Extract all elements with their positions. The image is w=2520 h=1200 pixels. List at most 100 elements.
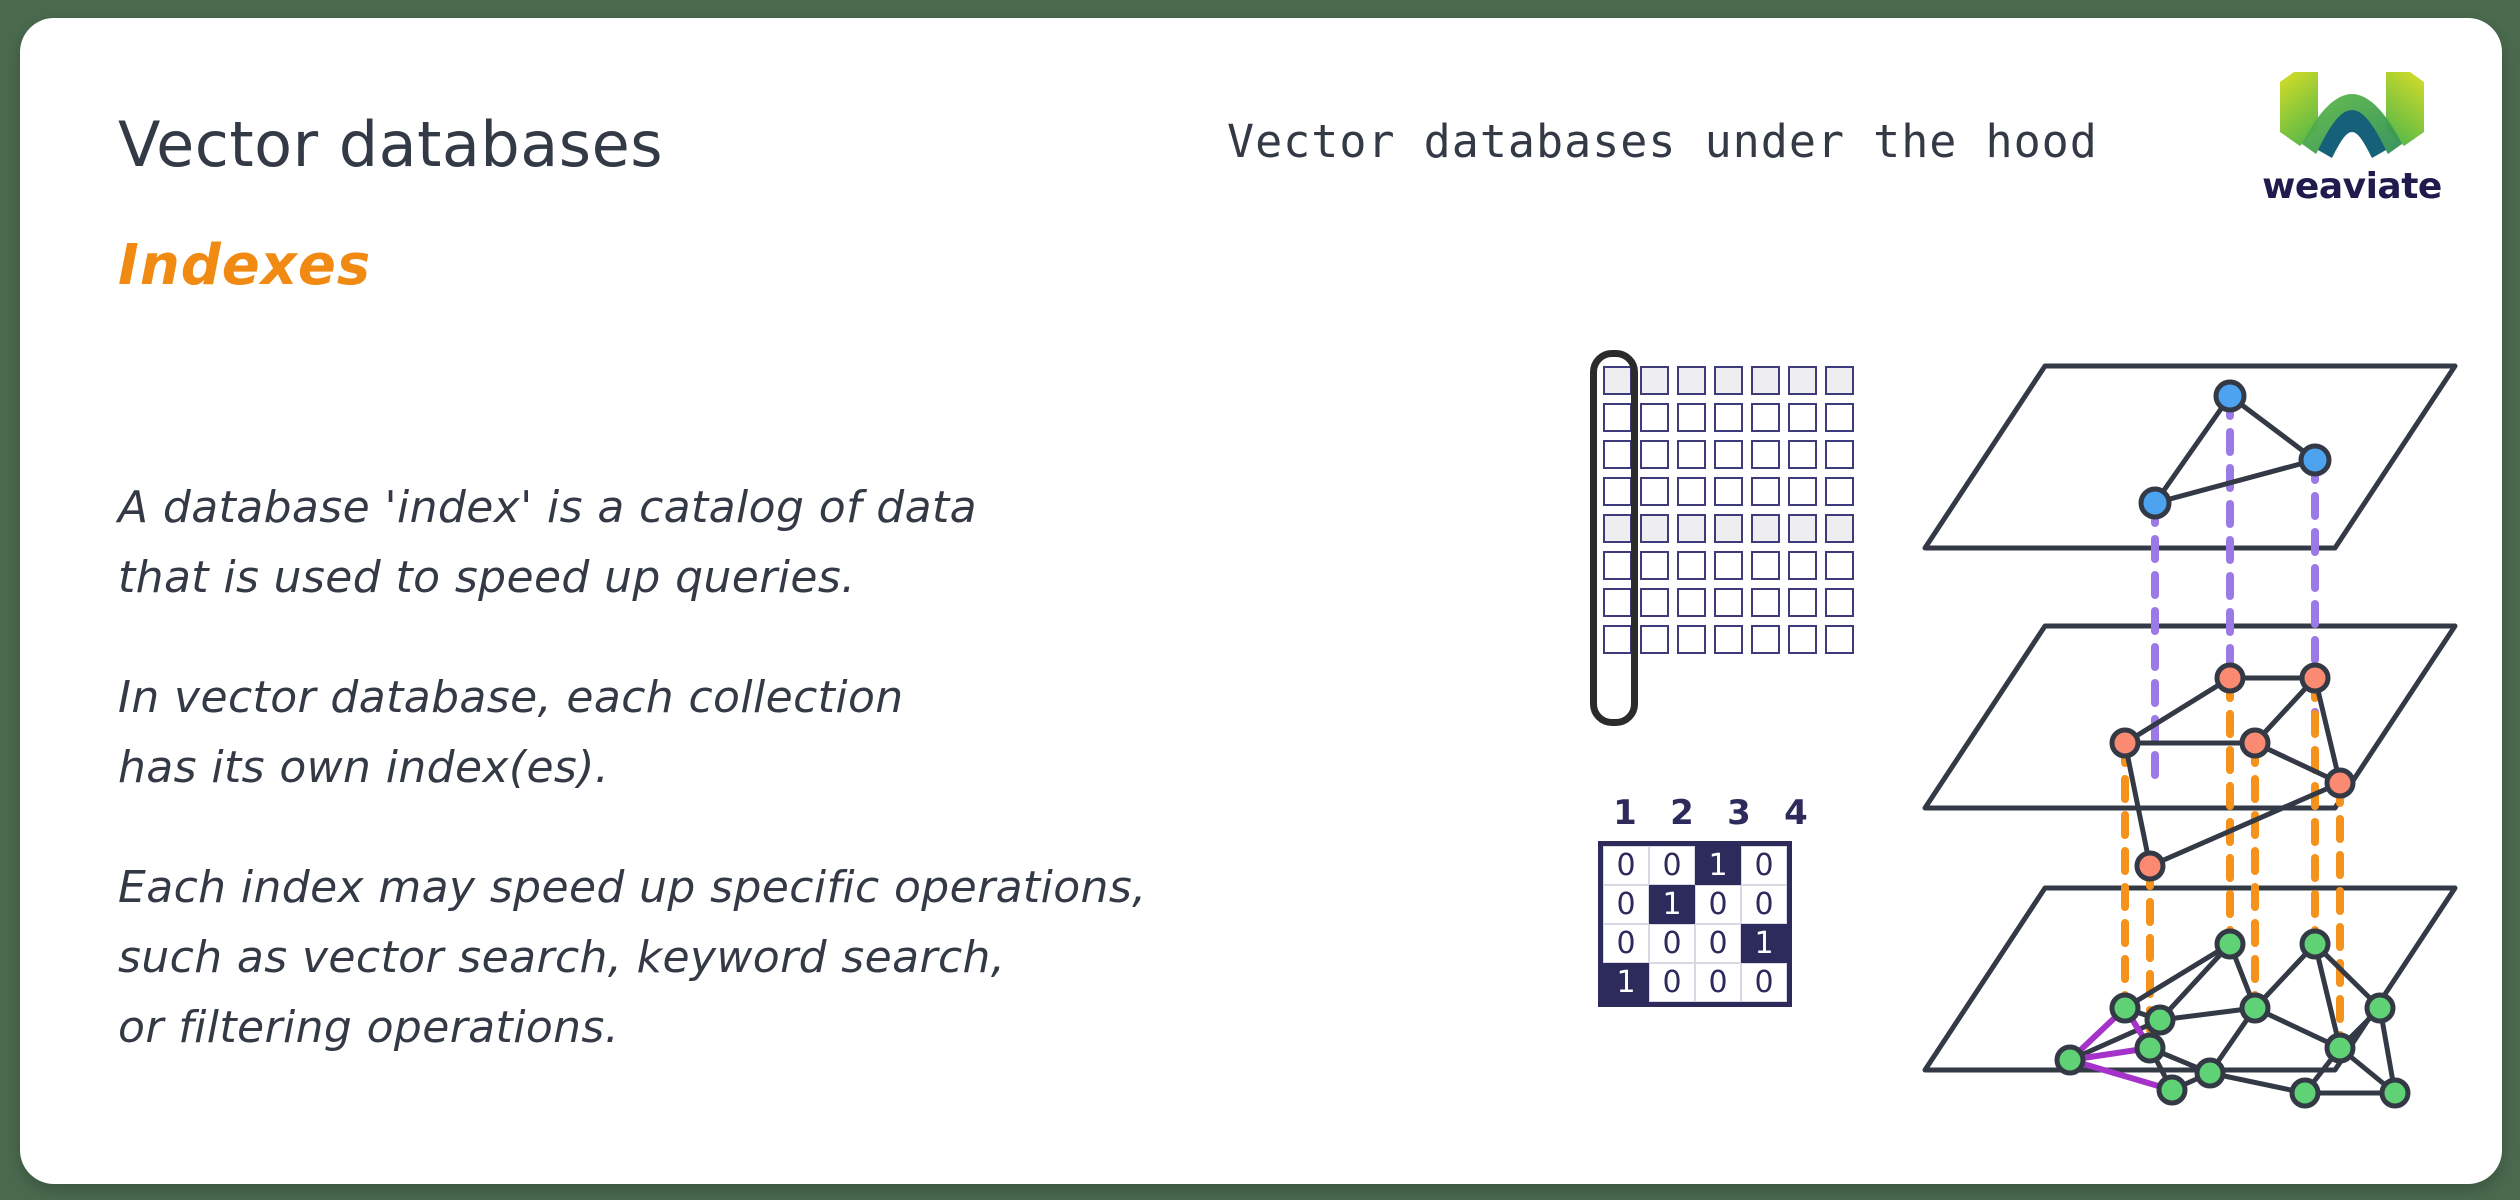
text-line: A database 'index' is a catalog of data [118, 482, 978, 533]
vector-cell [1788, 440, 1817, 469]
matrix-cell: 0 [1695, 963, 1741, 1002]
vector-cell [1714, 403, 1743, 432]
text-line: such as vector search, keyword search, [118, 932, 1006, 983]
vector-grid-row [1603, 477, 1862, 514]
vector-cell [1640, 403, 1669, 432]
text-line: In vector database, each collection [118, 672, 904, 723]
vector-cell [1751, 403, 1780, 432]
hnsw-connectors-lower [2121, 674, 2344, 1052]
vector-cell [1825, 403, 1854, 432]
vector-cell [1788, 403, 1817, 432]
vector-grid-row [1603, 403, 1862, 440]
vector-cell [1788, 625, 1817, 654]
vector-cell [1640, 625, 1669, 654]
vector-cell [1677, 551, 1706, 580]
vector-cell [1751, 551, 1780, 580]
matrix-column-header: 3 [1727, 793, 1751, 833]
vector-cell [1640, 551, 1669, 580]
vector-cell [1825, 366, 1854, 395]
hnsw-edges-middle [2122, 675, 2343, 869]
vector-cell [1788, 514, 1817, 543]
matrix-cell: 1 [1741, 924, 1787, 963]
matrix-cell: 0 [1741, 846, 1787, 885]
vector-cell [1751, 625, 1780, 654]
vector-cell [1714, 514, 1743, 543]
matrix-column-header: 2 [1670, 793, 1694, 833]
vector-cell [1677, 403, 1706, 432]
vector-cell [1677, 625, 1706, 654]
page-title: Vector databases [118, 108, 664, 181]
text-line: that is used to speed up queries. [118, 552, 856, 603]
vector-cell [1788, 366, 1817, 395]
matrix-cell: 1 [1649, 885, 1695, 924]
hnsw-plane-middle [1922, 623, 2458, 811]
matrix-cell: 0 [1649, 846, 1695, 885]
matrix-cell: 0 [1649, 963, 1695, 1002]
hnsw-plane-bottom [1922, 885, 2458, 1073]
hnsw-plane-top [1922, 363, 2458, 551]
matrix-cell: 0 [1649, 924, 1695, 963]
vector-cell [1825, 551, 1854, 580]
paragraph-3: Each index may speed up specific operati… [118, 853, 1438, 1063]
vector-grid-row [1603, 514, 1862, 551]
vector-cell [1640, 514, 1669, 543]
vector-cell [1640, 440, 1669, 469]
matrix-column-header: 4 [1784, 793, 1808, 833]
matrix-cell: 0 [1741, 885, 1787, 924]
vector-cell [1714, 440, 1743, 469]
vector-grid-row [1603, 588, 1862, 625]
vector-cell [1640, 477, 1669, 506]
vector-cell [1677, 440, 1706, 469]
hnsw-edges-top [2152, 393, 2318, 506]
matrix-cell: 1 [1695, 846, 1741, 885]
vector-cell [1640, 366, 1669, 395]
vector-cell [1677, 477, 1706, 506]
text-line: has its own index(es). [118, 742, 610, 793]
hnsw-diagram [1910, 348, 2470, 1148]
paragraph-1: A database 'index' is a catalog of data … [118, 473, 1438, 613]
vector-cell [1714, 588, 1743, 617]
vector-cell [1640, 588, 1669, 617]
vector-grid-row [1603, 366, 1862, 403]
body-text: A database 'index' is a catalog of data … [118, 473, 1438, 1063]
vector-cell [1677, 514, 1706, 543]
vector-cell [1714, 625, 1743, 654]
matrix-cell: 0 [1603, 924, 1649, 963]
matrix-cell: 0 [1695, 885, 1741, 924]
matrix-cell: 1 [1603, 963, 1649, 1002]
vector-cell [1788, 551, 1817, 580]
vector-cell [1714, 477, 1743, 506]
matrix-cell: 0 [1603, 846, 1649, 885]
vector-cell [1825, 588, 1854, 617]
vector-cell [1603, 440, 1632, 469]
vector-cell [1751, 477, 1780, 506]
vector-column-highlight [1590, 350, 1638, 726]
vector-cell [1603, 625, 1632, 654]
vector-cell [1751, 514, 1780, 543]
vector-cell [1751, 366, 1780, 395]
page-subtitle: Indexes [118, 233, 372, 298]
vector-cell [1825, 477, 1854, 506]
logo-wordmark: weaviate [2262, 166, 2442, 207]
vector-cell [1751, 588, 1780, 617]
slide-card: Vector databases Indexes Vector database… [20, 18, 2502, 1184]
deck-header-title: Vector databases under the hood [1227, 115, 2098, 168]
vector-cell [1714, 551, 1743, 580]
vector-grid-row [1603, 440, 1862, 477]
vector-cell [1677, 588, 1706, 617]
hnsw-nodes-bottom [2054, 928, 2411, 1109]
vector-cell [1788, 588, 1817, 617]
text-line: Each index may speed up specific operati… [118, 862, 1147, 913]
matrix-cell: 0 [1695, 924, 1741, 963]
hnsw-nodes-top [2138, 379, 2332, 520]
vector-cell [1603, 514, 1632, 543]
vector-grid-row [1603, 625, 1862, 662]
matrix-column-header: 1 [1613, 793, 1637, 833]
